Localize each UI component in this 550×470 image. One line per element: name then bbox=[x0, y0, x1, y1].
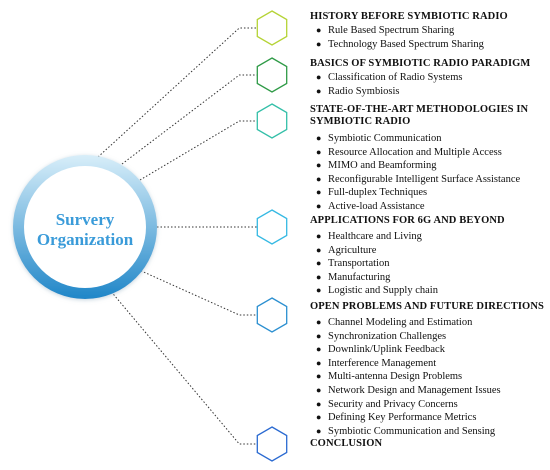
bullet-icon: ● bbox=[316, 271, 322, 282]
hexagon-icon bbox=[256, 103, 288, 139]
bullet-icon: ● bbox=[316, 231, 322, 241]
bullet-icon: ● bbox=[316, 146, 322, 157]
connector-line bbox=[97, 27, 258, 158]
list-item: ●Full-duplex Techniques bbox=[316, 187, 428, 199]
list-item: ●Agriculture bbox=[316, 244, 377, 256]
section-title: STATE-OF-THE-ART METHODOLOGIES IN SYMBIO… bbox=[310, 104, 550, 128]
bullet-icon: ● bbox=[316, 384, 322, 395]
list-item: ●Synchronization Challenges bbox=[316, 330, 447, 342]
bullet-icon: ● bbox=[316, 412, 322, 423]
bullet-icon: ● bbox=[316, 133, 322, 143]
hexagon-icon bbox=[256, 57, 288, 93]
list-item: ●Healthcare and Living bbox=[316, 231, 422, 242]
section-item-list: ●Rule Based Spectrum Sharing ●Technology… bbox=[310, 24, 550, 51]
section-history: HISTORY BEFORE SYMBIOTIC RADIO ●Rule Bas… bbox=[310, 11, 550, 51]
section-title: APPLICATIONS FOR 6G AND BEYOND bbox=[310, 215, 505, 226]
bullet-icon: ● bbox=[316, 160, 322, 171]
connector-line bbox=[108, 288, 258, 445]
bullet-icon: ● bbox=[316, 285, 322, 296]
list-item: ●Rule Based Spectrum Sharing bbox=[316, 25, 455, 36]
hexagon-icon bbox=[256, 209, 288, 245]
list-item: ●Symbiotic Communication and Sensing bbox=[316, 425, 496, 437]
center-circle bbox=[13, 155, 157, 299]
bullet-icon: ● bbox=[316, 371, 322, 382]
bullet-icon: ● bbox=[316, 425, 322, 436]
list-item: ●Transportation bbox=[316, 258, 390, 270]
connector-line bbox=[139, 120, 258, 181]
list-item: ●Multi-antenna Design Problems bbox=[316, 371, 463, 383]
list-item: ●Technology Based Spectrum Sharing bbox=[316, 38, 484, 50]
center-title-line-1: Survery bbox=[55, 210, 115, 229]
center-title-line-2: Organization bbox=[36, 230, 134, 249]
section-title-line-1: STATE-OF-THE-ART METHODOLOGIES IN bbox=[310, 104, 529, 115]
section-title-line-2: SYMBIOTIC RADIO bbox=[310, 116, 411, 127]
list-item: ●Radio Symbiosis bbox=[316, 85, 400, 97]
section-title: BASICS OF SYMBIOTIC RADIO PARADIGM bbox=[310, 58, 531, 69]
section-item-list: ●Classification of Radio Systems ●Radio … bbox=[310, 71, 550, 98]
bullet-icon: ● bbox=[316, 398, 322, 409]
hexagon-icon bbox=[256, 426, 288, 462]
bullet-icon: ● bbox=[316, 344, 322, 355]
connector-lines bbox=[97, 27, 258, 445]
bullet-icon: ● bbox=[316, 38, 322, 49]
bullet-icon: ● bbox=[316, 25, 322, 35]
section-item-list: ●Healthcare and Living ●Agriculture ●Tra… bbox=[310, 230, 550, 298]
bullet-icon: ● bbox=[316, 173, 322, 184]
bullet-icon: ● bbox=[316, 357, 322, 368]
center-title: Survery Organization bbox=[20, 210, 150, 250]
section-title: OPEN PROBLEMS AND FUTURE DIRECTIONS bbox=[310, 301, 544, 312]
connector-line bbox=[121, 74, 258, 165]
list-item: ●Classification of Radio Systems bbox=[316, 72, 463, 83]
list-item: ●Resource Allocation and Multiple Access bbox=[316, 146, 502, 158]
list-item: ●Reconfigurable Intelligent Surface Assi… bbox=[316, 173, 521, 185]
section-item-list: ●Symbiotic Communication ●Resource Alloc… bbox=[310, 132, 550, 214]
list-item: ●Network Design and Management Issues bbox=[316, 384, 501, 396]
section-conclusion: CONCLUSION bbox=[310, 438, 550, 451]
bullet-icon: ● bbox=[316, 330, 322, 341]
bullet-icon: ● bbox=[316, 317, 322, 327]
list-item: ●Defining Key Performance Metrics bbox=[316, 412, 477, 424]
bullet-icon: ● bbox=[316, 187, 322, 198]
section-title: HISTORY BEFORE SYMBIOTIC RADIO bbox=[310, 11, 508, 22]
list-item: ●MIMO and Beamforming bbox=[316, 160, 437, 172]
section-open-problems: OPEN PROBLEMS AND FUTURE DIRECTIONS ●Cha… bbox=[310, 301, 550, 438]
section-state-of-the-art: STATE-OF-THE-ART METHODOLOGIES IN SYMBIO… bbox=[310, 104, 550, 214]
list-item: ●Downlink/Uplink Feedback bbox=[316, 344, 445, 356]
section-basics: BASICS OF SYMBIOTIC RADIO PARADIGM ●Clas… bbox=[310, 58, 550, 98]
connector-line bbox=[127, 264, 258, 316]
hexagon-icon bbox=[256, 297, 288, 333]
bullet-icon: ● bbox=[316, 85, 322, 96]
hexagon-markers bbox=[256, 10, 288, 462]
list-item: ●Active-load Assistance bbox=[316, 200, 425, 212]
bullet-icon: ● bbox=[316, 244, 322, 255]
list-item: ●Security and Privacy Concerns bbox=[316, 398, 458, 410]
list-item: ●Logistic and Supply chain bbox=[316, 285, 438, 297]
section-title: CONCLUSION bbox=[310, 438, 383, 449]
list-item: ●Symbiotic Communication bbox=[316, 133, 442, 144]
bullet-icon: ● bbox=[316, 72, 322, 82]
hexagon-icon bbox=[256, 10, 288, 46]
list-item: ●Manufacturing bbox=[316, 271, 391, 283]
bullet-icon: ● bbox=[316, 200, 322, 211]
section-item-list: ●Channel Modeling and Estimation ●Synchr… bbox=[310, 316, 550, 438]
bullet-icon: ● bbox=[316, 258, 322, 269]
list-item: ●Channel Modeling and Estimation bbox=[316, 317, 473, 328]
section-applications: APPLICATIONS FOR 6G AND BEYOND ●Healthca… bbox=[310, 215, 550, 298]
list-item: ●Interference Management bbox=[316, 357, 437, 369]
